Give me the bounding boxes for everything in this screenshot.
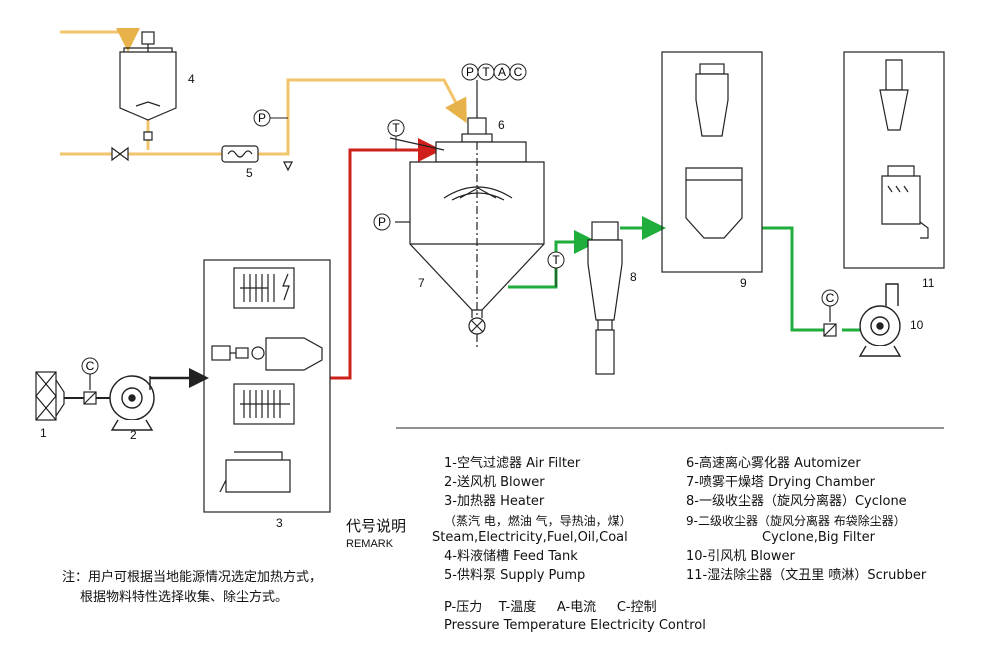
exhaust-lines (508, 216, 862, 332)
feed-to-atomizer-line (258, 78, 467, 156)
note-line-2: 根据物料特性选择收集、除尘方式。 (80, 590, 289, 605)
label-num-6: 6 (498, 118, 505, 132)
legend-item-5: 5-供料泵 Supply Pump (444, 568, 586, 583)
legend-item-3: 3-加热器 Heater (444, 494, 545, 509)
remark-title-cn: 代号说明 (346, 517, 407, 535)
secondary-collector (661, 51, 763, 273)
svg-text:T: T (482, 65, 490, 79)
feed-inlet-top-line (60, 28, 140, 52)
legend-item-8: 8-一级收尘器（旋风分离器）Cyclone (686, 494, 907, 509)
label-num-5: 5 (246, 166, 253, 180)
codes-cn: P-压力 T-温度 A-电流 C-控制 (444, 600, 657, 615)
svg-text:C: C (514, 65, 523, 79)
air-filter (35, 371, 65, 421)
label-num-7: 7 (418, 276, 425, 290)
instrument-bubbles: P T P T P T A C C (81, 63, 839, 375)
scrubber (843, 51, 945, 269)
pressure-gauge-feed: P (253, 109, 288, 127)
legend-item-9-en: Cyclone,Big Filter (762, 530, 875, 545)
label-num-1: 1 (40, 426, 47, 440)
svg-text:C: C (86, 359, 95, 373)
svg-text:A: A (498, 65, 506, 79)
svg-text:T: T (392, 121, 400, 135)
feed-tank (119, 31, 177, 141)
svg-text:T: T (552, 253, 560, 267)
feed-valve (111, 146, 129, 162)
temperature-gauge-inlet: T (387, 119, 405, 150)
drying-chamber (389, 80, 545, 350)
hot-air-line (330, 138, 442, 380)
legend-item-3-cn: （蒸汽 电，燃油 气，导热油，煤） (444, 514, 632, 528)
cyclone-8 (587, 221, 623, 375)
remark-title-en: REMARK (346, 538, 394, 550)
label-num-10: 10 (910, 318, 924, 332)
temperature-gauge-outlet: T (547, 251, 565, 287)
label-num-4: 4 (188, 72, 195, 86)
label-num-2: 2 (130, 428, 137, 442)
legend-item-6: 6-高速离心雾化器 Automizer (686, 456, 861, 471)
svg-text:C: C (826, 291, 835, 305)
legend-item-2: 2-送风机 Blower (444, 475, 545, 490)
feed-lines (60, 28, 467, 156)
label-num-9: 9 (740, 276, 747, 290)
control-bubble-1: C (81, 357, 99, 375)
legend-item-1: 1-空气过滤器 Air Filter (444, 456, 581, 471)
induced-blower (858, 283, 902, 357)
legend-item-3-en: Steam,Electricity,Fuel,Oil,Coal (432, 530, 628, 545)
codes-en: Pressure Temperature Electricity Control (444, 618, 706, 633)
blower-2 (109, 375, 155, 431)
svg-text:P: P (378, 215, 386, 229)
control-valve-1 (83, 374, 97, 405)
heater-box (203, 259, 331, 513)
filter-to-fan-line (762, 226, 830, 332)
note-line-1: 注：用户可根据当地能源情况选定加热方式， (62, 570, 323, 585)
legend-item-9: 9-二级收尘器（旋风分离器 布袋除尘器） (686, 514, 906, 528)
legend-item-7: 7-喷雾干燥塔 Drying Chamber (686, 475, 875, 490)
legend-item-11: 11-湿法除尘器（文丑里 喷淋）Scrubber (686, 568, 927, 583)
legend-item-4: 4-料液储槽 Feed Tank (444, 549, 578, 564)
ptac-gauges: P T A C (461, 63, 527, 81)
svg-text:P: P (258, 111, 266, 125)
label-num-8: 8 (630, 270, 637, 284)
label-num-3: 3 (276, 516, 283, 530)
pressure-gauge-chamber: P (373, 213, 391, 231)
svg-text:P: P (466, 65, 474, 79)
label-num-11: 11 (922, 276, 935, 290)
control-bubble-2: C (821, 289, 839, 307)
control-valve-2 (823, 306, 837, 337)
supply-pump (221, 145, 293, 172)
legend-item-10: 10-引风机 Blower (686, 549, 795, 564)
